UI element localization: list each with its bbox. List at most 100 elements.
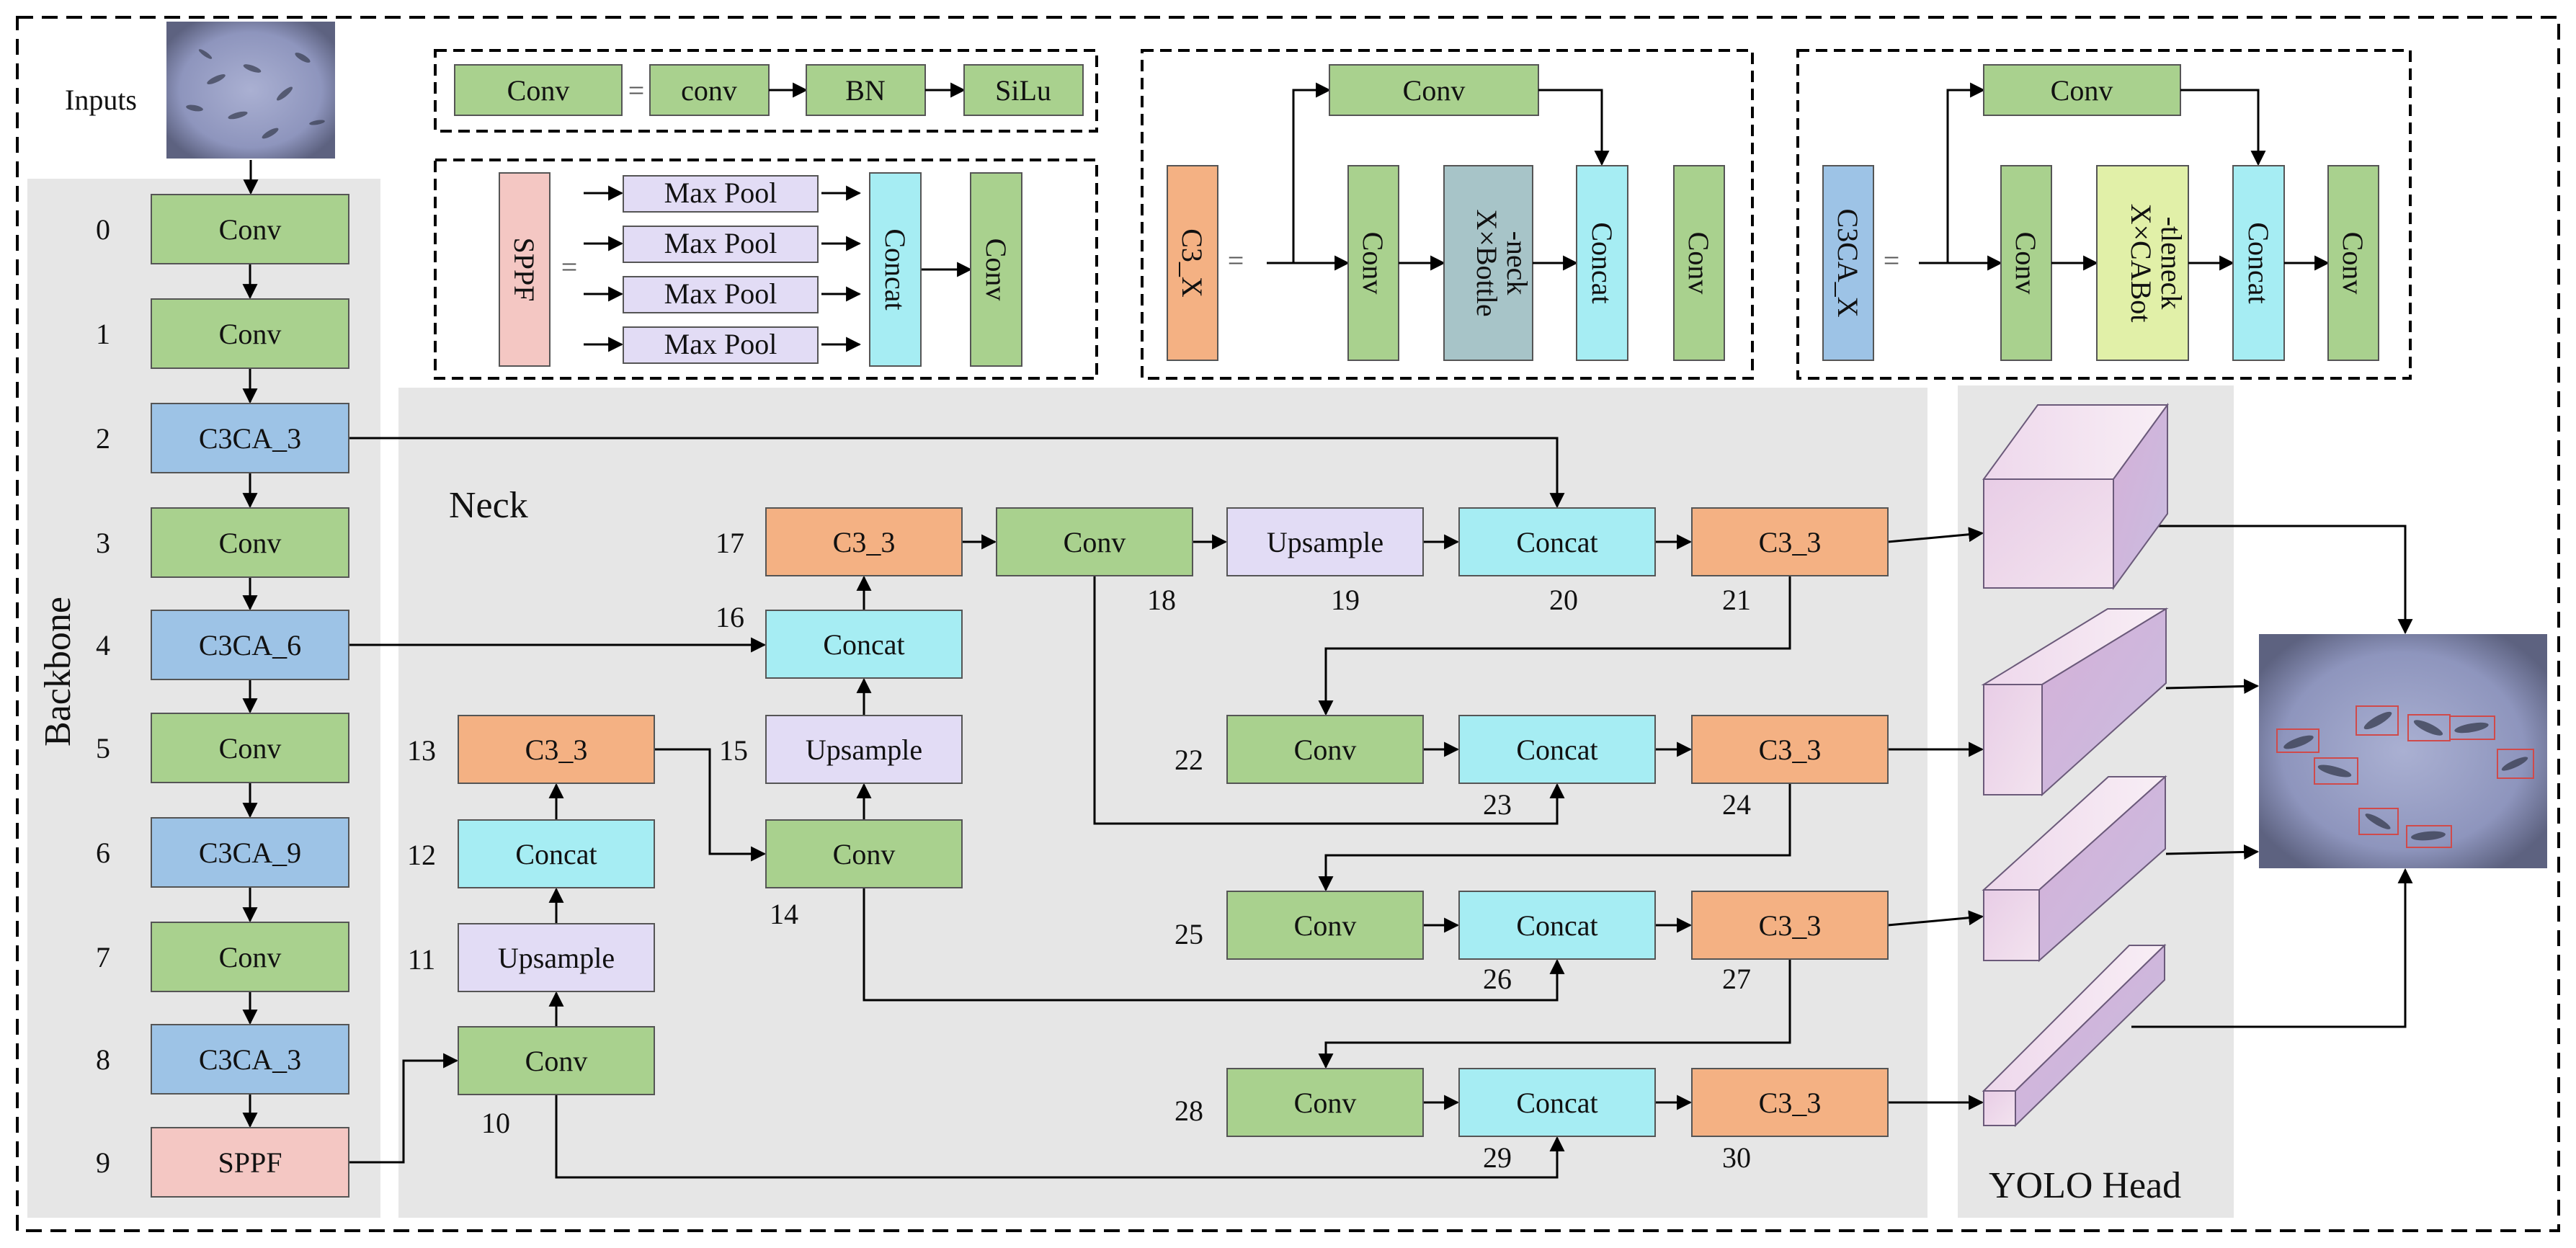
svg-text:Max Pool: Max Pool xyxy=(664,177,777,209)
neck-node-index: 20 xyxy=(1549,584,1578,616)
backbone-layer-8: C3CA_3 8 xyxy=(96,1024,349,1095)
svg-text:Concat: Concat xyxy=(2242,222,2275,303)
neck-node-index: 11 xyxy=(408,943,436,976)
backbone-layer-label: C3CA_3 xyxy=(199,1043,301,1076)
legend-c3ca-conv-box: Conv xyxy=(2000,165,2052,361)
neck-node-index: 25 xyxy=(1175,918,1203,950)
legend-maxpool-box: Max Pool xyxy=(623,226,819,263)
legend-maxpool-box: Max Pool xyxy=(623,326,819,364)
neck-node-label: C3_3 xyxy=(1759,909,1822,942)
backbone-layer-0: Conv 0 xyxy=(96,194,349,264)
svg-text:-neck: -neck xyxy=(1501,231,1533,295)
backbone-layer-label: Conv xyxy=(219,941,282,973)
neck-node-label: C3_3 xyxy=(1759,734,1822,766)
backbone-layer-4: C3CA_64 xyxy=(96,610,349,680)
backbone-layer-6: C3CA_9 6 xyxy=(96,817,349,888)
head-small-to-output xyxy=(2165,844,2260,860)
svg-text:Conv: Conv xyxy=(507,74,570,107)
legend-c3x-eq: = xyxy=(1228,244,1244,277)
neck-node-label: Concat xyxy=(823,628,904,661)
backbone-layer-9: SPPF 9 xyxy=(96,1127,349,1198)
svg-text:BN: BN xyxy=(845,74,886,107)
neck-node-label: C3_3 xyxy=(833,526,896,558)
svg-text:Conv: Conv xyxy=(1357,232,1389,295)
neck-node-17: C3_3 17 xyxy=(716,507,963,576)
svg-text:-tleneck: -tleneck xyxy=(2155,217,2188,310)
svg-text:Conv: Conv xyxy=(980,239,1012,301)
backbone-layer-label: SPPF xyxy=(218,1146,282,1179)
output-detection-image xyxy=(2259,634,2547,868)
neck-node-21: C3_321 xyxy=(1691,507,1889,616)
neck-node-label: Concat xyxy=(1516,1087,1597,1119)
backbone-2-to-concat-20 xyxy=(349,437,1565,509)
legend-c3x-skip-down xyxy=(1538,89,1610,166)
head-cube-large xyxy=(1982,402,2169,591)
backbone-layer-index: 2 xyxy=(96,422,110,455)
svg-text:Conv: Conv xyxy=(1683,232,1715,295)
svg-text:Conv: Conv xyxy=(2010,232,2042,295)
legend-c3ca-box: C3CA_X xyxy=(1822,165,1874,361)
backbone-layer-label: C3CA_9 xyxy=(199,837,301,869)
neck-node-index: 23 xyxy=(1483,788,1512,821)
neck-node-index: 29 xyxy=(1483,1141,1512,1174)
neck-node-label: Conv xyxy=(833,838,896,870)
neck-node-label: C3_3 xyxy=(1759,526,1822,558)
legend-sppf-conv-box: Conv xyxy=(970,172,1022,367)
backbone-layer-label: Conv xyxy=(219,318,282,350)
legend-maxpool-box: Max Pool xyxy=(623,276,819,313)
head-medium-to-output xyxy=(2165,678,2260,694)
head-large-to-output xyxy=(2133,525,2413,635)
legend-c3ca-cabottleneck-box: X×CABot -tleneck xyxy=(2096,165,2189,361)
svg-text:conv: conv xyxy=(681,74,737,107)
backbone-layers: Conv0Conv1C3CA_32Conv3C3CA_64Conv5C3CA_9… xyxy=(96,194,349,1198)
neck-node-13: C3_313 xyxy=(407,715,655,784)
legend-c3x-out-conv-box: Conv xyxy=(1673,165,1725,361)
legend-c3ca-frame xyxy=(1796,49,2412,380)
backbone-layer-index: 9 xyxy=(96,1146,110,1179)
head-cube-small xyxy=(1982,775,2167,963)
backbone-layer-index: 8 xyxy=(96,1043,110,1076)
neck-node-27: C3_327 xyxy=(1691,891,1889,995)
legend-conv-frame xyxy=(434,49,1098,133)
sppf-to-neck-arrow xyxy=(349,1053,459,1164)
neck-node-label: Upsample xyxy=(498,942,615,974)
backbone-layer-index: 3 xyxy=(96,527,110,559)
backbone-layer-label: Conv xyxy=(219,213,282,246)
neck-node-index: 17 xyxy=(716,527,744,559)
legend-c3x-box: C3_X xyxy=(1167,165,1218,361)
neck-node-index: 10 xyxy=(481,1107,510,1139)
outer-frame xyxy=(16,16,2560,1232)
head-cube-tiny xyxy=(1982,943,2167,1128)
legend-c3x-top-conv: Conv xyxy=(1329,64,1539,116)
neck-node-index: 15 xyxy=(719,734,748,767)
neck-node-24: C3_324 xyxy=(1691,715,1889,821)
svg-text:X×Bottle: X×Bottle xyxy=(1471,209,1503,316)
neck-node-index: 24 xyxy=(1722,788,1751,821)
backbone-layer-index: 1 xyxy=(96,318,110,350)
connector xyxy=(1318,959,1791,1069)
neck-node-index: 16 xyxy=(716,601,744,633)
svg-text:Max Pool: Max Pool xyxy=(664,227,777,259)
neck-node-index: 28 xyxy=(1175,1095,1203,1127)
input-image xyxy=(166,22,335,159)
svg-text:Conv: Conv xyxy=(2051,74,2113,107)
neck-node-11: Upsample 11 xyxy=(408,923,655,992)
backbone-layer-index: 6 xyxy=(96,837,110,869)
neck-node-30: C3_330 xyxy=(1691,1068,1889,1174)
connection-lines xyxy=(242,160,2413,1179)
legend-c3ca-skip-line xyxy=(1946,82,1986,263)
connector xyxy=(1318,576,1791,716)
neck-node-label: C3_3 xyxy=(1759,1087,1822,1119)
svg-text:X×CABot: X×CABot xyxy=(2125,204,2157,323)
svg-text:Concat: Concat xyxy=(1586,222,1618,303)
backbone-layer-index: 0 xyxy=(96,213,110,246)
head-tiny-to-output xyxy=(2131,868,2413,1028)
connector xyxy=(654,748,767,862)
legend-c3ca-out-conv-box: Conv xyxy=(2327,165,2379,361)
